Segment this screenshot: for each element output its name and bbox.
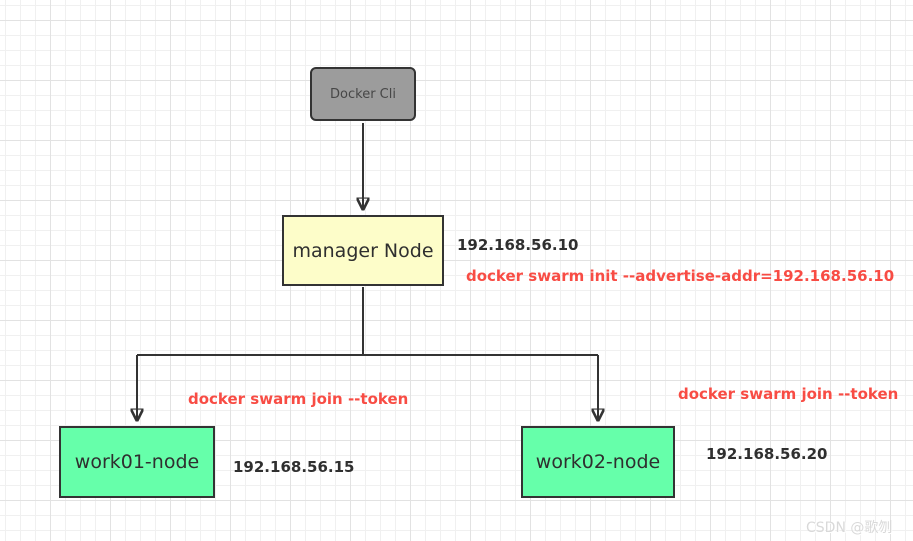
swarm-init-command-label: docker swarm init --advertise-addr=192.1… (466, 267, 895, 285)
swarm-join-command-label-left: docker swarm join --token (188, 390, 409, 408)
swarm-join-command-label-right: docker swarm join --token (678, 385, 899, 403)
work01-ip-label: 192.168.56.15 (233, 458, 355, 476)
node-manager: manager Node (282, 215, 444, 286)
node-work01-label: work01-node (74, 451, 200, 473)
node-manager-label: manager Node (292, 239, 434, 262)
csdn-watermark: CSDN @歌刎 (806, 520, 893, 536)
manager-ip-label: 192.168.56.10 (457, 236, 579, 254)
node-work01: work01-node (59, 426, 215, 498)
node-docker-cli-label: Docker Cli (330, 86, 396, 102)
node-work02-label: work02-node (535, 451, 661, 473)
node-docker-cli: Docker Cli (310, 67, 416, 121)
work02-ip-label: 192.168.56.20 (706, 445, 828, 463)
node-work02: work02-node (521, 426, 675, 498)
